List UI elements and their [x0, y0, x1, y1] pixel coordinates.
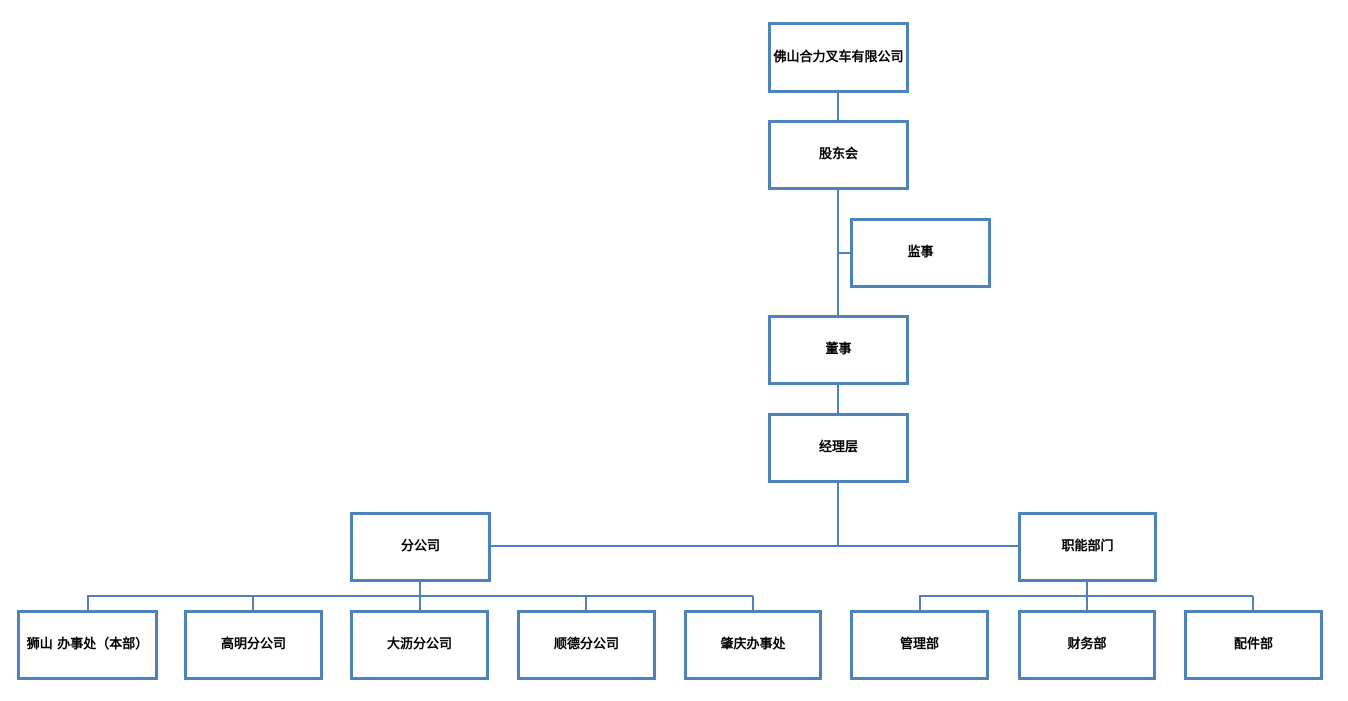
connector-stub-dali — [419, 596, 421, 610]
org-node-shunde-branch: 顺德分公司 — [517, 610, 656, 680]
org-node-company: 佛山合力叉车有限公司 — [768, 22, 909, 93]
org-node-parts-dept: 配件部 — [1184, 610, 1323, 680]
org-node-finance-dept: 财务部 — [1018, 610, 1156, 680]
org-node-zhaoqing-office: 肇庆办事处 — [684, 610, 822, 680]
org-node-management: 经理层 — [768, 413, 909, 483]
org-node-management-dept: 管理部 — [850, 610, 989, 680]
org-node-company-label: 佛山合力叉车有限公司 — [773, 49, 904, 65]
connector-company-shareholders — [837, 93, 839, 120]
org-node-directors-label: 董事 — [825, 342, 852, 358]
connector-stub-management-dept — [919, 596, 921, 610]
org-node-management-dept-label: 管理部 — [899, 637, 939, 653]
connector-stub-gaoming — [252, 596, 254, 610]
org-node-directors: 董事 — [768, 315, 909, 385]
org-node-gaoming-branch-label: 高明分公司 — [220, 637, 286, 653]
org-node-dali-branch-label: 大沥分公司 — [386, 637, 452, 653]
org-node-shareholders-label: 股东会 — [818, 147, 858, 163]
org-node-shishan-office-label: 狮山 办事处（本部） — [26, 637, 149, 653]
org-node-supervisor-label: 监事 — [907, 245, 934, 261]
connector-stub-finance-dept — [1086, 596, 1088, 610]
org-node-branch-group: 分公司 — [350, 512, 491, 582]
connector-functional-group-down — [1086, 582, 1088, 596]
org-node-zhaoqing-office-label: 肇庆办事处 — [720, 637, 786, 653]
connector-management-down — [837, 483, 839, 547]
connector-groups-horizontal — [491, 545, 1018, 547]
org-node-gaoming-branch: 高明分公司 — [184, 610, 323, 680]
org-node-shareholders: 股东会 — [768, 120, 909, 190]
connector-branch-group-down — [419, 582, 421, 596]
connector-stub-parts-dept — [1252, 596, 1254, 610]
connector-stub-shunde — [585, 596, 587, 610]
org-node-shishan-office: 狮山 办事处（本部） — [17, 610, 158, 680]
org-node-finance-dept-label: 财务部 — [1067, 637, 1107, 653]
connector-stub-zhaoqing — [752, 596, 754, 610]
connector-directors-management — [837, 385, 839, 413]
org-node-branch-group-label: 分公司 — [400, 539, 440, 555]
org-node-dali-branch: 大沥分公司 — [350, 610, 489, 680]
org-node-functional-group-label: 职能部门 — [1061, 539, 1114, 555]
org-node-supervisor: 监事 — [850, 218, 991, 288]
org-node-parts-dept-label: 配件部 — [1233, 637, 1273, 653]
connector-stub-shishan — [87, 596, 89, 610]
org-node-functional-group: 职能部门 — [1018, 512, 1157, 582]
connector-supervisor-stub — [838, 252, 852, 254]
org-node-management-label: 经理层 — [818, 440, 858, 456]
org-node-shunde-branch-label: 顺德分公司 — [553, 637, 619, 653]
